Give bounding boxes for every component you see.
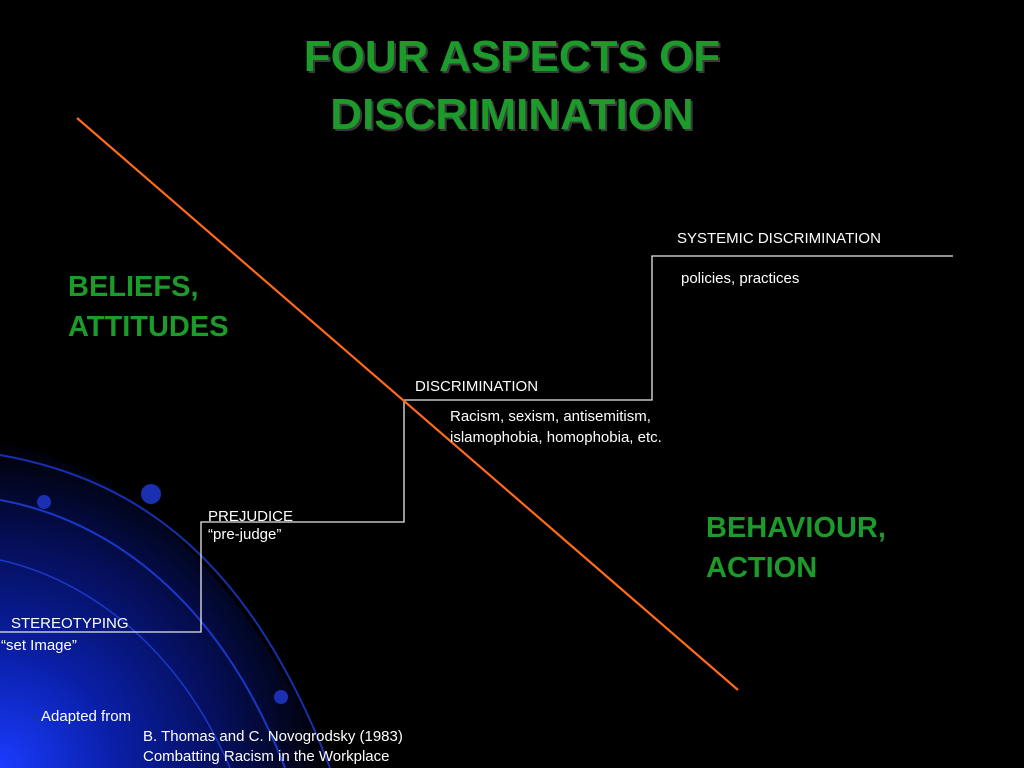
staircase-line bbox=[0, 255, 953, 633]
beliefs-heading-line: BELIEFS, bbox=[68, 271, 199, 303]
step-systemic-sublabel: policies, practices bbox=[681, 270, 800, 287]
attitudes-heading-line: ATTITUDES bbox=[68, 311, 229, 343]
step-discrimination-sublabel: Racism, sexism, antisemitism, islamophob… bbox=[450, 408, 662, 446]
credit-authors: B. Thomas and C. Novogrodsky (1983) bbox=[143, 728, 403, 745]
decor-blue-swoosh bbox=[0, 440, 330, 768]
step-stereotyping-label: STEREOTYPING bbox=[11, 615, 129, 632]
step-discrimination-label: DISCRIMINATION bbox=[415, 378, 539, 395]
beliefs-attitudes-heading: BELIEFS, ATTITUDES bbox=[68, 267, 229, 347]
divider-diagonal-line bbox=[76, 117, 739, 691]
decor-arc-3 bbox=[0, 559, 231, 768]
step-systemic-label: SYSTEMIC DISCRIMINATION bbox=[677, 230, 881, 247]
credit-adapted-from: Adapted from bbox=[41, 708, 132, 725]
behaviour-heading-line: BEHAVIOUR, bbox=[706, 512, 886, 544]
decor-dot-3 bbox=[274, 690, 288, 704]
decor-arc-2 bbox=[0, 499, 286, 768]
title-line-1: FOUR ASPECTS OF bbox=[303, 32, 721, 81]
slide-title: FOUR ASPECTS OF DISCRIMINATION bbox=[0, 28, 1024, 144]
step-stereotyping-sublabel: “set Image” bbox=[1, 637, 77, 654]
title-line-2: DISCRIMINATION bbox=[330, 90, 694, 139]
step-prejudice-sublabel: “pre-judge” bbox=[208, 526, 282, 543]
decor-dot-1 bbox=[141, 484, 161, 504]
step-prejudice-label: PREJUDICE bbox=[208, 508, 294, 525]
credit-book-title: Combatting Racism in the Workplace bbox=[143, 748, 390, 765]
decor-arc-1 bbox=[0, 454, 331, 768]
decor-dot-2 bbox=[37, 495, 51, 509]
action-heading-line: ACTION bbox=[706, 552, 818, 584]
behaviour-action-heading: BEHAVIOUR, ACTION bbox=[706, 508, 886, 588]
